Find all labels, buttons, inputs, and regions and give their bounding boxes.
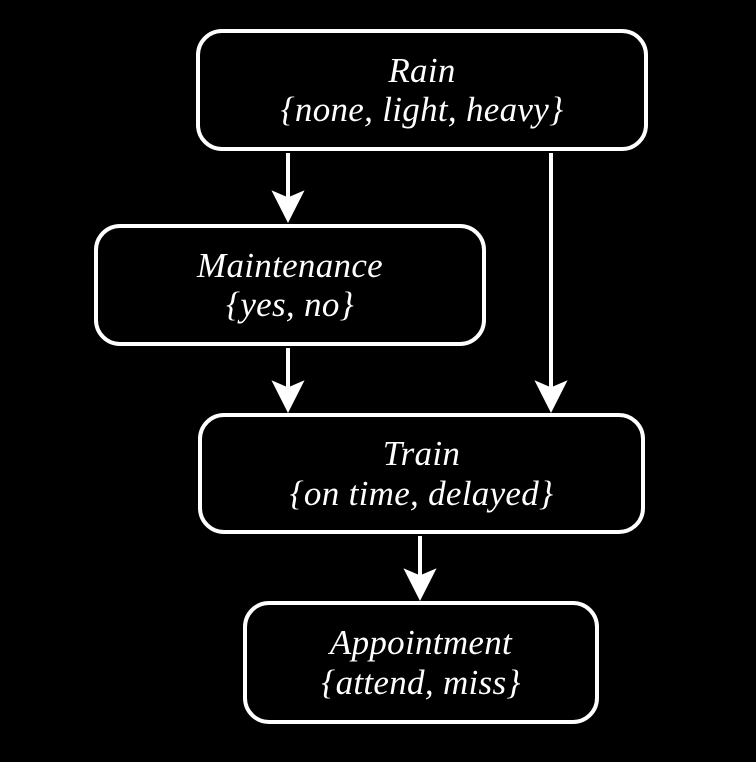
node-maintenance-states: {yes, no} <box>226 285 354 324</box>
node-appointment-name: Appointment <box>329 623 513 663</box>
node-maintenance-name: Maintenance <box>196 245 383 285</box>
node-rain-name: Rain <box>388 50 456 90</box>
node-rain-states: {none, light, heavy} <box>280 90 564 129</box>
node-train-states: {on time, delayed} <box>289 473 554 513</box>
node-maintenance[interactable]: Maintenance {yes, no} <box>94 224 486 346</box>
node-rain[interactable]: Rain {none, light, heavy} <box>196 29 648 151</box>
node-train-name: Train <box>382 434 461 474</box>
node-appointment[interactable]: Appointment {attend, miss} <box>243 601 599 724</box>
node-appointment-states: {attend, miss} <box>321 662 521 702</box>
node-train[interactable]: Train {on time, delayed} <box>198 413 645 534</box>
